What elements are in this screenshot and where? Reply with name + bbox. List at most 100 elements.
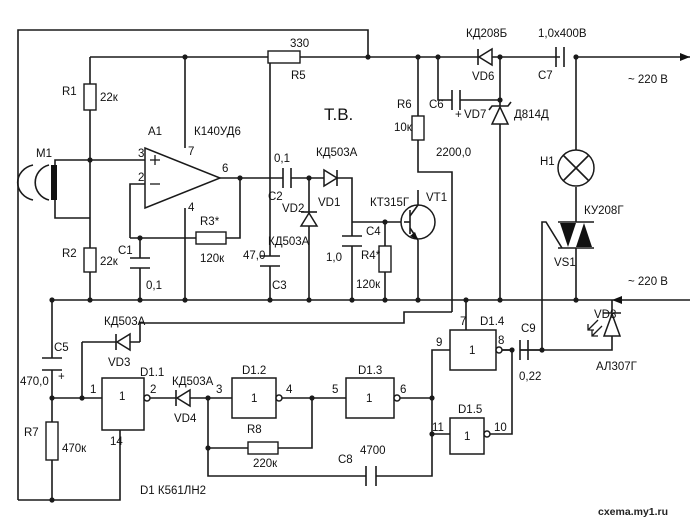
capacitor-c6 bbox=[451, 90, 461, 110]
plus-c6: + bbox=[455, 109, 462, 121]
label-d14: D1.4 bbox=[480, 316, 505, 328]
label-r1-val: 22к bbox=[100, 92, 119, 104]
microphone-m1 bbox=[16, 164, 57, 201]
capacitor-c9 bbox=[519, 340, 529, 360]
zener-vd7 bbox=[488, 101, 512, 125]
gate-pin-2: 2 bbox=[150, 384, 156, 396]
label-pin-3: 3 bbox=[138, 148, 144, 160]
gate-pin-11: 11 bbox=[432, 422, 444, 434]
ac-arrows bbox=[612, 53, 690, 304]
label-c5: C5 bbox=[54, 342, 69, 354]
label-pin-7: 7 bbox=[188, 146, 194, 158]
label-c8: C8 bbox=[338, 454, 353, 466]
label-r4-val: 120к bbox=[356, 279, 381, 291]
capacitor-c8 bbox=[365, 466, 377, 486]
resistor-r3 bbox=[195, 231, 227, 245]
label-pin-4: 4 bbox=[188, 202, 195, 214]
label-pin-6: 6 bbox=[222, 163, 228, 175]
gate-pin-14: 14 bbox=[110, 436, 123, 448]
label-c2: C2 bbox=[268, 191, 283, 203]
label-c6: C6 bbox=[429, 99, 444, 111]
label-c9: C9 bbox=[521, 323, 536, 335]
resistor-r7 bbox=[45, 421, 59, 461]
gate-d12-symbol: 1 bbox=[251, 393, 257, 405]
label-c4-val: 1,0 bbox=[326, 252, 342, 264]
gate-pin-10: 10 bbox=[494, 422, 507, 434]
label-a1-type: К140УД6 bbox=[194, 126, 241, 138]
led-vd8 bbox=[587, 311, 622, 337]
resistor-r8 bbox=[247, 441, 279, 455]
capacitor-c5 bbox=[42, 357, 62, 371]
label-c1: C1 bbox=[118, 245, 133, 257]
diode-vd6 bbox=[477, 47, 493, 67]
gate-d11-symbol: 1 bbox=[119, 391, 125, 403]
gate-pin-7: 7 bbox=[460, 316, 466, 328]
label-vd4-type: КД503А bbox=[172, 376, 214, 388]
label-vt1-type: КТ315Г bbox=[370, 197, 410, 209]
label-a1: A1 bbox=[148, 126, 162, 138]
label-r3-val: 120к bbox=[200, 253, 225, 265]
label-d15: D1.5 bbox=[458, 404, 482, 416]
label-c5-val: 470,0 bbox=[20, 376, 49, 388]
resistor-r2 bbox=[83, 247, 97, 273]
label-r4: R4* bbox=[361, 250, 381, 262]
label-vt1: VT1 bbox=[426, 192, 447, 204]
resistor-r5 bbox=[267, 50, 301, 64]
label-vd6-type: КД208Б bbox=[466, 28, 507, 40]
label-r7: R7 bbox=[24, 427, 39, 439]
label-c7: C7 bbox=[538, 70, 553, 82]
label-pin-2: 2 bbox=[138, 172, 144, 184]
lamp-h1 bbox=[557, 149, 595, 187]
labels: R1 22к R2 22к R3* 120к R4* 120к 330 R5 R… bbox=[20, 28, 668, 518]
label-c4: C4 bbox=[366, 226, 381, 238]
label-c8-val: 4700 bbox=[360, 445, 386, 457]
logic-gate-d14 bbox=[449, 329, 503, 371]
gate-pin-4: 4 bbox=[286, 384, 293, 396]
label-vd2-type: КД503А bbox=[268, 236, 310, 248]
label-vd3: VD3 bbox=[108, 357, 130, 369]
label-r5: R5 bbox=[291, 70, 306, 82]
gate-d14-symbol: 1 bbox=[469, 345, 475, 357]
label-r6-val: 10к bbox=[394, 122, 413, 134]
junction-dots bbox=[49, 54, 579, 503]
label-vd8: VD8 bbox=[594, 309, 616, 321]
capacitor-c3 bbox=[260, 255, 280, 267]
label-vd4: VD4 bbox=[174, 413, 197, 425]
label-vd6: VD6 bbox=[472, 71, 494, 83]
label-vd7-type: Д814Д bbox=[514, 109, 549, 121]
label-r3: R3* bbox=[200, 216, 220, 228]
label-r8: R8 bbox=[247, 424, 262, 436]
gate-pin-9: 9 bbox=[436, 337, 442, 349]
op-amp-a1 bbox=[144, 146, 223, 210]
label-d11: D1.1 bbox=[140, 367, 164, 379]
plus-c5: + bbox=[58, 371, 65, 383]
label-r5-val: 330 bbox=[290, 38, 309, 50]
logic-gate-d12 bbox=[231, 377, 283, 419]
gate-pin-5: 5 bbox=[332, 384, 338, 396]
label-vd1-type: КД503А bbox=[316, 147, 358, 159]
label-d1-type: D1 К561ЛН2 bbox=[140, 485, 206, 497]
capacitor-c4 bbox=[342, 235, 362, 247]
gate-d15-symbol: 1 bbox=[464, 431, 470, 443]
label-ac-bottom: ~ 220 В bbox=[628, 276, 668, 288]
resistor-r4 bbox=[378, 245, 392, 273]
diode-vd2 bbox=[299, 211, 319, 227]
triac-vs1 bbox=[558, 221, 594, 249]
label-vd3-type: КД503А bbox=[104, 316, 146, 328]
label-m1: M1 bbox=[36, 148, 52, 160]
logic-gate-d15 bbox=[449, 417, 491, 455]
label-tv: Т.В. bbox=[324, 105, 353, 124]
capacitor-c7 bbox=[555, 47, 565, 67]
resistor-r6 bbox=[411, 115, 425, 141]
label-c9-val: 0,22 bbox=[519, 371, 541, 383]
transistor-vt1 bbox=[400, 190, 436, 244]
label-r8-val: 220к bbox=[253, 458, 278, 470]
label-vd2: VD2 bbox=[282, 203, 304, 215]
label-ac-top: ~ 220 В bbox=[628, 74, 668, 86]
gate-pin-1: 1 bbox=[90, 384, 96, 396]
wires bbox=[17, 29, 690, 501]
label-r1: R1 bbox=[62, 86, 77, 98]
label-r7-val: 470к bbox=[62, 443, 87, 455]
logic-gate-d11 bbox=[101, 377, 151, 431]
capacitor-c2 bbox=[282, 168, 292, 188]
